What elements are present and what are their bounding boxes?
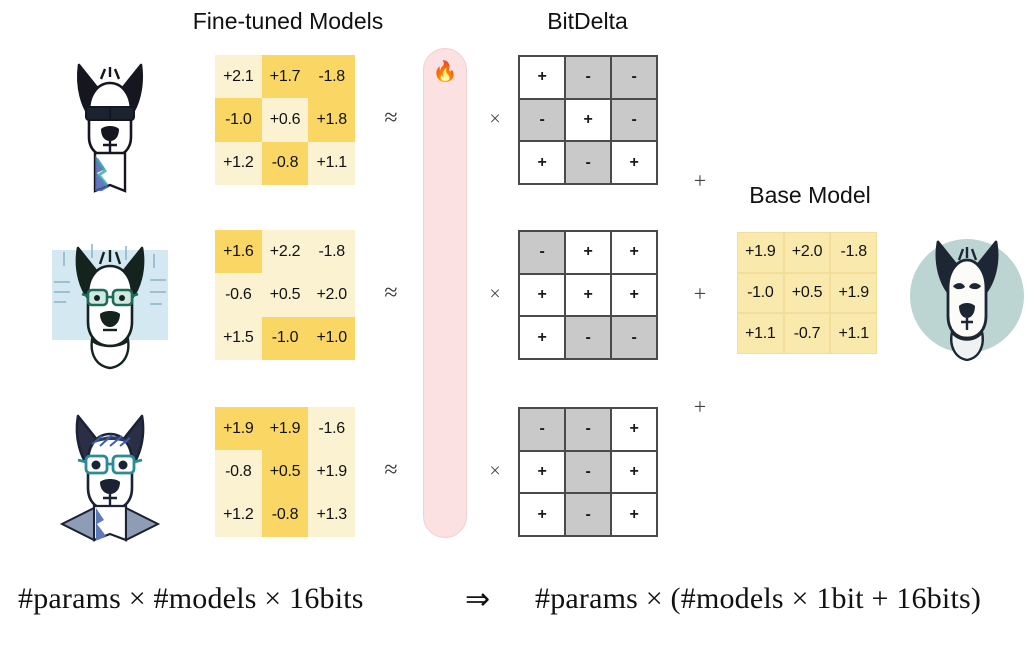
weight-cell-r0c0: +1.6	[215, 230, 262, 274]
approx-operator-1: ≈	[384, 105, 398, 131]
finetuned-weight-matrix-1: +2.1+1.7-1.8 -1.0+0.6+1.8 +1.2-0.8+1.1	[215, 55, 355, 185]
plus-operator-1: +	[693, 168, 707, 193]
weight-cell-r2c1: -0.8	[261, 493, 309, 537]
scale-capsule	[423, 48, 467, 538]
sign-cell-r0c0: -	[519, 408, 565, 451]
base-cell-r2c2: +1.1	[830, 313, 877, 354]
weight-cell-r2c0: +1.5	[215, 316, 262, 360]
heading-bitdelta: BitDelta	[547, 8, 628, 34]
sign-cell-r2c2: +	[611, 493, 657, 536]
approx-operator-3: ≈	[384, 457, 398, 483]
times-operator-1: ×	[489, 108, 501, 130]
weight-cell-r0c0: +2.1	[215, 55, 262, 99]
sign-cell-r2c1: -	[565, 141, 611, 184]
equation-left: #params × #models × 16bits	[18, 582, 364, 615]
heading-finetuned-models: Fine-tuned Models	[192, 8, 384, 34]
sign-cell-r0c0: +	[519, 56, 565, 99]
sign-cell-r2c1: -	[565, 316, 611, 359]
sign-cell-r0c1: -	[565, 56, 611, 99]
weight-cell-r1c0: -0.6	[215, 273, 262, 317]
base-cell-r1c2: +1.9	[830, 272, 877, 314]
weight-cell-r2c1: -1.0	[261, 316, 309, 360]
sign-cell-r2c0: +	[519, 493, 565, 536]
sign-cell-r2c2: -	[611, 316, 657, 359]
finetuned-weight-matrix-3: +1.9+1.9-1.6-0.8+0.5+1.9+1.2-0.8+1.3	[215, 407, 355, 537]
weight-cell-r1c2: +1.9	[308, 450, 355, 494]
sign-cell-r1c0: +	[519, 450, 565, 494]
sign-cell-r1c2: +	[611, 273, 657, 317]
sign-cell-r1c0: -	[519, 98, 565, 142]
sign-cell-r1c2: -	[611, 98, 657, 142]
weight-cell-r2c0: +1.2	[215, 141, 262, 185]
weight-cell-r0c2: -1.6	[308, 407, 355, 451]
sign-cell-r0c1: +	[565, 231, 611, 274]
weight-cell-r1c1: +0.5	[261, 450, 309, 494]
weight-cell-r1c2: +2.0	[308, 273, 355, 317]
avatar-llama-sunglasses	[45, 45, 175, 195]
sign-cell-r0c2: +	[611, 408, 657, 451]
plus-operator-3: +	[693, 394, 707, 419]
base-cell-r0c2: -1.8	[830, 232, 877, 273]
bitdelta-sign-matrix-2: -++++++--	[518, 230, 658, 360]
weight-cell-r2c0: +1.2	[215, 493, 262, 537]
base-cell-r2c0: +1.1	[737, 313, 784, 354]
weight-cell-r0c2: -1.8	[308, 55, 355, 99]
sign-cell-r2c2: +	[611, 141, 657, 184]
avatar-llama-teal-glasses	[42, 402, 187, 547]
times-operator-3: ×	[489, 460, 501, 482]
base-model-matrix: +1.9+2.0-1.8-1.0+0.5+1.9+1.1-0.7+1.1	[737, 232, 877, 354]
sign-cell-r0c1: -	[565, 408, 611, 451]
sign-cell-r1c1: -	[565, 450, 611, 494]
base-cell-r1c0: -1.0	[737, 272, 784, 314]
sign-cell-r1c1: +	[565, 98, 611, 142]
sign-cell-r2c0: +	[519, 316, 565, 359]
sign-cell-r2c1: -	[565, 493, 611, 536]
sign-cell-r2c0: +	[519, 141, 565, 184]
weight-cell-r1c0: -1.0	[215, 98, 262, 142]
approx-operator-2: ≈	[384, 280, 398, 306]
weight-cell-r1c0: -0.8	[215, 450, 262, 494]
weight-cell-r2c2: +1.3	[308, 493, 355, 537]
sign-cell-r0c0: -	[519, 231, 565, 274]
base-cell-r2c1: -0.7	[783, 313, 831, 354]
base-cell-r0c0: +1.9	[737, 232, 784, 273]
finetuned-weight-matrix-2: +1.6+2.2-1.8 -0.6+0.5+2.0 +1.5-1.0+1.0	[215, 230, 355, 360]
weight-cell-r0c0: +1.9	[215, 407, 262, 451]
weight-cell-r1c2: +1.8	[308, 98, 355, 142]
base-cell-r0c1: +2.0	[783, 232, 831, 273]
weight-cell-r2c2: +1.1	[308, 141, 355, 185]
base-cell-r1c1: +0.5	[783, 272, 831, 314]
weight-cell-r1c1: +0.5	[261, 273, 309, 317]
sign-cell-r1c0: +	[519, 273, 565, 317]
avatar-llama-lab-glasses	[30, 222, 190, 372]
weight-cell-r0c2: -1.8	[308, 230, 355, 274]
avatar-llama-base	[905, 232, 1030, 362]
bitdelta-sign-matrix-3: --++-++-+	[518, 407, 658, 537]
weight-cell-r2c2: +1.0	[308, 316, 355, 360]
sign-cell-r1c2: +	[611, 450, 657, 494]
times-operator-2: ×	[489, 283, 501, 305]
plus-operator-2: +	[693, 281, 707, 306]
weight-cell-r0c1: +1.7	[261, 55, 309, 99]
flame-icon: 🔥	[432, 61, 458, 83]
weight-cell-r0c1: +2.2	[261, 230, 309, 274]
equation-arrow: ⇒	[465, 583, 491, 616]
equation-right: #params × (#models × 1bit + 16bits)	[535, 582, 982, 615]
weight-cell-r1c1: +0.6	[261, 98, 309, 142]
bitdelta-sign-matrix-1: +---+-+-+	[518, 55, 658, 185]
sign-cell-r0c2: +	[611, 231, 657, 274]
sign-cell-r1c1: +	[565, 273, 611, 317]
weight-cell-r0c1: +1.9	[261, 407, 309, 451]
sign-cell-r0c2: -	[611, 56, 657, 99]
heading-base-model: Base Model	[749, 182, 871, 208]
weight-cell-r2c1: -0.8	[261, 141, 309, 185]
